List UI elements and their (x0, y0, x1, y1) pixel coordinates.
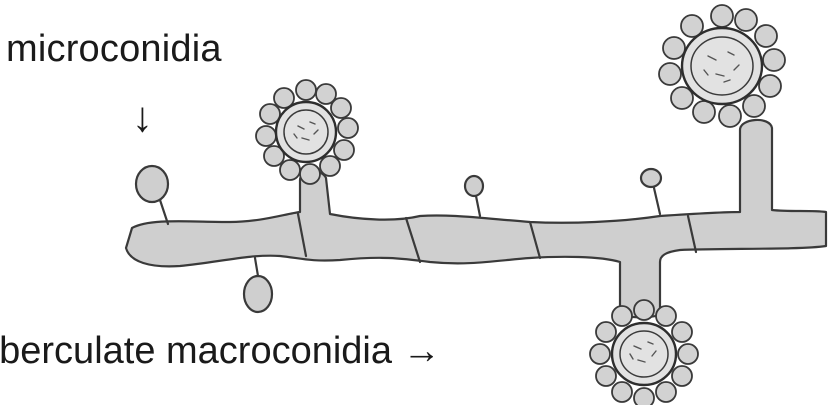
macroconidium-bottom (590, 300, 698, 405)
macroconidium-top-right (659, 5, 785, 127)
arrow-down-icon: ↓ (132, 96, 153, 138)
microconidium-mid (465, 176, 483, 216)
macroconidium-left (256, 80, 358, 184)
macroconidia-label-group: uberculate macroconidia → (0, 330, 441, 373)
macroconidia-label: uberculate macroconidia (0, 330, 392, 372)
microconidia-label: microconidia (6, 28, 222, 71)
hypha-main (126, 120, 826, 317)
microconidium-right (641, 169, 661, 214)
microconidium-lower (244, 258, 272, 312)
microconidium-left (136, 166, 168, 224)
arrow-right-icon: → (403, 330, 441, 372)
